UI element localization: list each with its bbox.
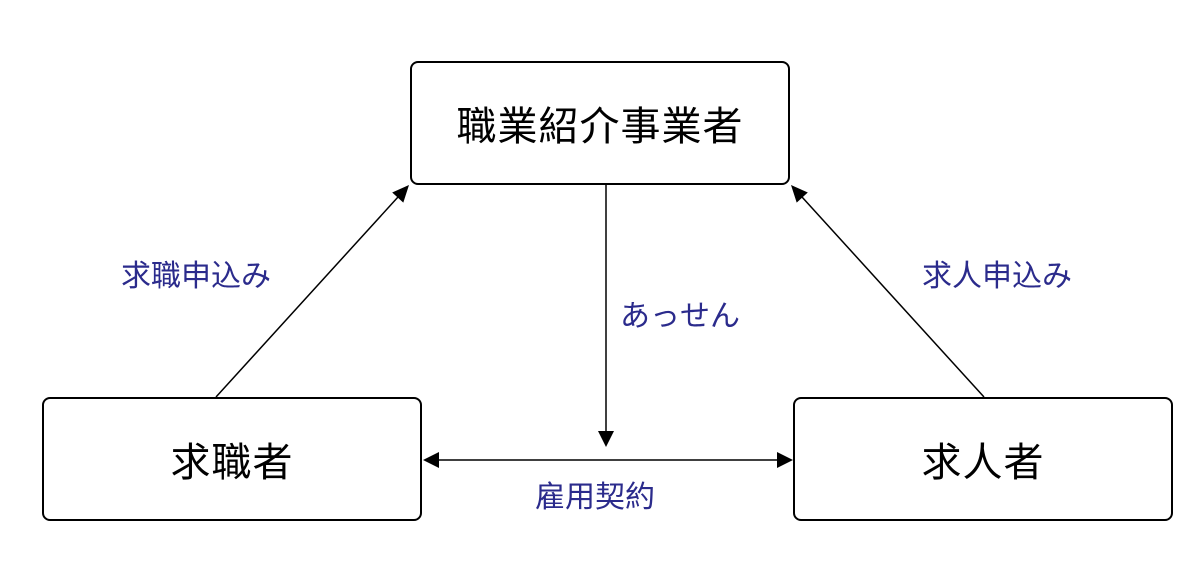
label-job-offer-application: 求人申込み <box>922 259 1072 294</box>
label-mediation: あっせん <box>620 299 740 334</box>
arrowhead-mediation <box>598 431 614 447</box>
arrow-seeker-to-agency <box>215 196 399 398</box>
arrow-employer-to-agency <box>801 196 985 398</box>
node-placement-agency: 職業紹介事業者 <box>410 61 790 185</box>
node-job-seeker: 求職者 <box>42 397 422 521</box>
node-employer: 求人者 <box>793 397 1173 521</box>
label-employment-contract: 雇用契約 <box>535 480 655 515</box>
arrowhead-contract-right <box>777 452 793 468</box>
arrowhead-seeker-to-agency <box>392 185 409 203</box>
arrowhead-employer-to-agency <box>791 185 808 203</box>
arrowhead-contract-left <box>423 452 439 468</box>
label-job-application: 求職申込み <box>121 259 271 294</box>
